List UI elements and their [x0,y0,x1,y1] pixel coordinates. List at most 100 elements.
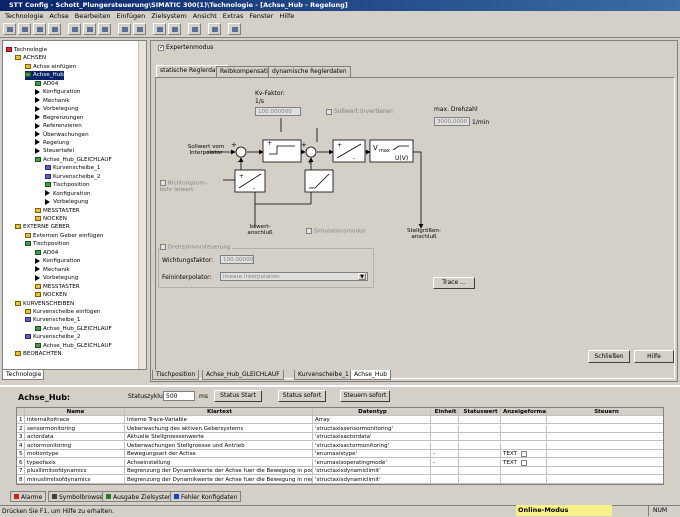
column-header[interactable]: Klartext [125,408,313,416]
trace-button[interactable]: Trace ... [433,277,475,289]
tree-item[interactable]: Achse_Hub_GLEICHLAUF [35,342,112,350]
steuern-cell[interactable] [547,442,664,450]
status-table[interactable]: NameKlartextDatentypEinheitStatuswertAnz… [16,407,664,485]
copy-icon[interactable] [83,23,96,35]
table-cell[interactable] [501,476,547,484]
tree-item[interactable]: Konfiguration [45,190,90,198]
column-header[interactable]: Datentyp [313,408,431,416]
upload-icon[interactable] [133,23,146,35]
menu-item[interactable]: Bearbeiten [72,12,114,20]
drehzahlvorsteuerung-checkbox[interactable]: Drehzahlvorsteuerung [160,244,232,251]
steuern-checkbox[interactable] [521,451,527,457]
tree-item[interactable]: BEOBACHTEN [15,350,62,358]
column-header[interactable]: Steuern [547,408,664,416]
new-icon[interactable] [3,23,16,35]
doc-tab-gleichlauf[interactable]: Achse_Hub_GLEICHLAUF [202,370,284,380]
column-header[interactable]: Einheit [431,408,459,416]
simulationsmodus-checkbox[interactable]: Simulationsmodus [306,228,366,235]
tree-item[interactable]: Achse_Hub [25,71,64,79]
statuswert-cell[interactable] [459,425,501,433]
tab-symbolbrowser[interactable]: Symbolbrowser [48,491,109,502]
tab-technologie[interactable]: Technologie [2,370,44,380]
tree-item[interactable]: AD04 [35,80,58,88]
doc-tab-tischposition[interactable]: Tischposition [152,370,199,380]
doc-tab-achse-hub[interactable]: Achse_Hub [350,370,391,380]
tree-item[interactable]: Vorbelegung [35,274,78,282]
menu-item[interactable]: Hilfe [276,12,297,20]
wichtungsfaktor-field[interactable]: 100.00000 [220,255,254,264]
steuern-cell[interactable] [547,476,664,484]
tree-item[interactable]: NOCKEN [35,215,67,223]
tree-scrollbar[interactable] [138,41,146,369]
tab-alarme[interactable]: Alarme [10,491,46,502]
doc-tab-kurvenscheibe-1[interactable]: Kurvenscheibe_1 [294,370,353,380]
tree-item[interactable]: KURVENSCHEIBEN [15,300,74,308]
tree-item[interactable]: Kurvenscheibe_2 [25,333,80,341]
tree-item[interactable]: Begrenzungen [35,114,84,122]
table-cell[interactable] [501,433,547,441]
tree-item[interactable]: Kurvenscheibe einfügen [25,308,100,316]
tree-item[interactable]: Kurvenscheibe_1 [45,164,100,172]
tab-fehler-konfigdaten[interactable]: Fehler Konfigdaten [170,491,241,502]
feininterpolator-select[interactable]: lineare Interpolation▼ [220,272,368,281]
statuszyklus-field[interactable]: 500 [163,391,195,401]
menu-item[interactable]: Extras [220,12,247,20]
statuswert-cell[interactable] [459,433,501,441]
menu-item[interactable]: Achse [46,12,71,20]
status-start-button[interactable]: Status Start [214,390,262,402]
tree-item[interactable]: Vorbelegung [35,105,78,113]
tree-item[interactable]: AD04 [35,249,58,257]
steuern-cell[interactable] [547,433,664,441]
tree-item[interactable]: Tischposition [45,181,90,189]
hilfe-button[interactable]: Hilfe [634,350,674,363]
tree-item[interactable]: Konfiguration [35,257,80,265]
monitor-icon[interactable] [188,23,201,35]
tree-item[interactable]: NOCKEN [35,291,67,299]
tree-item[interactable]: Überwachungen [35,131,89,139]
tree-item[interactable]: Konfiguration [35,88,80,96]
tree-item[interactable]: Vorbelegung [45,198,88,206]
table-cell[interactable] [501,467,547,475]
steuern-cell[interactable] [547,467,664,475]
column-header[interactable]: Anzeigeformat [501,408,547,416]
statuswert-cell[interactable] [459,476,501,484]
table-cell[interactable] [501,442,547,450]
table-cell[interactable] [501,416,547,424]
tree-item[interactable]: Mechanik [35,97,70,105]
tree-item[interactable]: Achse_Hub_GLEICHLAUF [35,156,112,164]
tree-item[interactable]: Technologie [6,46,47,54]
tree-item[interactable]: Kurvenscheibe_2 [45,173,100,181]
steuern-cell[interactable] [547,450,664,458]
column-header[interactable]: Statuswert [459,408,501,416]
steuern-sofort-button[interactable]: Steuern sofort [340,390,390,402]
tree-item[interactable]: Kurvenscheibe_1 [25,316,80,324]
schliessen-button[interactable]: Schließen [588,350,630,363]
tree-item[interactable]: Achse_Hub_GLEICHLAUF [35,325,112,333]
project-tree[interactable]: TechnologieACHSENAchse einfügenAchse_Hub… [2,40,147,370]
online-icon[interactable] [153,23,166,35]
menu-item[interactable]: Technologie [2,12,46,20]
tab-dynamische-reglerdaten[interactable]: dynamische Reglerdaten [268,66,351,77]
steuern-cell[interactable] [547,459,664,467]
steuern-checkbox[interactable] [521,460,527,466]
menu-item[interactable]: Einfügen [114,12,149,20]
help-icon[interactable] [228,23,241,35]
tree-item[interactable]: Mechanik [35,266,70,274]
statuswert-cell[interactable] [459,459,501,467]
table-cell[interactable] [501,425,547,433]
menu-item[interactable]: Zielsystem [148,12,190,20]
max-drehzahl-field[interactable]: 3000.0000 [434,117,470,126]
richtungsumkehr-checkbox[interactable]: Richtungsum- kehr Istwert [160,180,207,193]
open-icon[interactable] [18,23,31,35]
tree-item[interactable]: Steuertafel [35,147,74,155]
chevron-down-icon[interactable]: ▼ [358,273,366,280]
download-icon[interactable] [118,23,131,35]
tab-ausgabe-zielsystem[interactable]: Ausgabe Zielsystem [102,491,178,502]
tree-item[interactable]: Tischposition [25,240,70,248]
status-sofort-button[interactable]: Status sofort [278,390,326,402]
tree-item[interactable]: Referenzieren [35,122,82,130]
print-icon[interactable] [48,23,61,35]
save-icon[interactable] [33,23,46,35]
steuern-cell[interactable] [547,416,664,424]
menu-item[interactable]: Ansicht [190,12,220,20]
